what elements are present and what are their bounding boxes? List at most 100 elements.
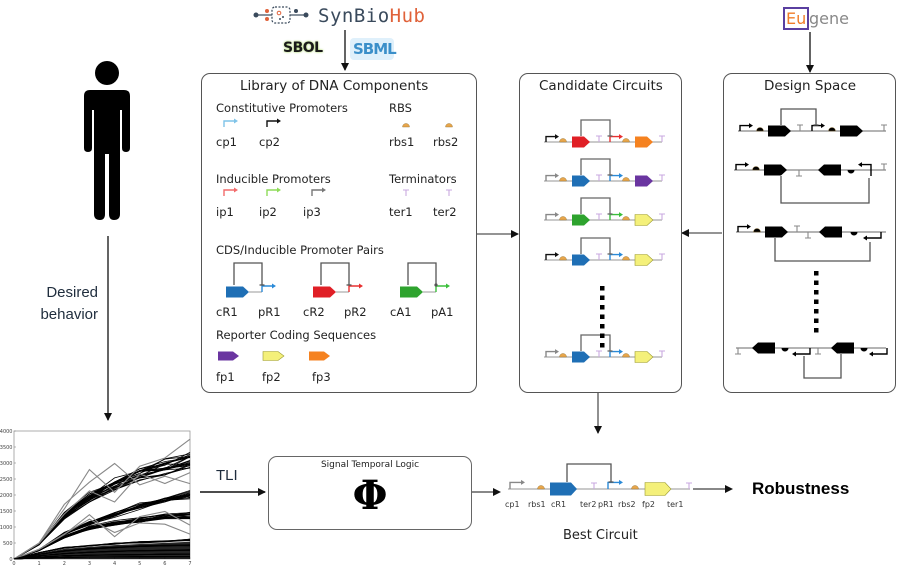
promoter-glyph: [737, 225, 747, 232]
stl-panel: Signal Temporal Logic Φ: [268, 456, 472, 530]
promoter-glyph: [862, 163, 872, 170]
y-tick-label: 3500: [0, 445, 13, 451]
promoter-glyph: [223, 120, 234, 127]
x-tick-label: 5: [138, 561, 141, 567]
part-label: cR1: [216, 305, 238, 319]
promoter-arrowhead: [555, 252, 559, 258]
promoter-arrowhead: [322, 187, 326, 193]
promoter-arrowhead: [619, 134, 623, 140]
terminator-glyph: [805, 232, 811, 239]
synbiohub-name-1: SynBio: [318, 5, 390, 27]
rbs-glyph: [753, 228, 761, 233]
regulation-line: [580, 237, 611, 254]
promoter-arrowhead: [749, 123, 753, 129]
part-label: ip1: [216, 205, 234, 219]
robustness-label: Robustness: [752, 479, 850, 498]
best-circuit-part-label: rbs1: [528, 500, 546, 509]
best-circuit-part-label: rbs2: [618, 500, 636, 509]
promoter-glyph: [545, 174, 555, 181]
rbs-glyph: [622, 177, 630, 182]
series-line: [13, 538, 191, 560]
series-line: [13, 472, 191, 560]
promoter-glyph: [509, 481, 521, 489]
best-circuit-part-label: cp1: [505, 500, 520, 509]
library-glyphs: [218, 118, 453, 361]
promoter-glyph: [545, 350, 555, 357]
x-tick-label: 3: [88, 561, 91, 567]
promoter-glyph: [609, 350, 619, 357]
eugene-rest: gene: [809, 9, 849, 28]
cds-glyph: [818, 164, 841, 176]
terminator-glyph: [403, 189, 409, 196]
regulation-line: [780, 108, 817, 125]
terminator-glyph: [596, 350, 602, 357]
promoter-arrowhead: [555, 134, 559, 140]
candidate-circuit: [544, 158, 665, 187]
promoter-glyph: [735, 163, 745, 170]
promoter-arrowhead: [821, 123, 825, 129]
part-label: cR2: [303, 305, 325, 319]
part-label: ip2: [259, 205, 277, 219]
cds-glyph: [644, 482, 672, 496]
terminator-glyph: [686, 482, 692, 489]
sbml-logo: SBML: [350, 38, 397, 60]
rbs-glyph: [622, 256, 630, 261]
cds-glyph: [634, 214, 654, 226]
cds-glyph: [550, 482, 577, 496]
terminator-glyph: [659, 253, 665, 260]
x-tick-label: 0: [12, 561, 15, 567]
promoter-glyph: [796, 348, 811, 355]
promoter-arrowhead: [555, 173, 559, 179]
part-label: pR1: [258, 305, 281, 319]
candidate-circuit: [544, 237, 665, 266]
part-label: rbs1: [389, 135, 415, 149]
best-circuit-title: Best Circuit: [563, 528, 638, 543]
promoter-arrowhead: [234, 187, 238, 193]
library-panel: Library of DNA Components Constitutive P…: [201, 73, 477, 393]
promoter-arrowhead: [619, 252, 623, 258]
cds-glyph: [313, 286, 336, 298]
regulation-line: [233, 262, 263, 285]
y-tick-label: 4000: [0, 429, 13, 435]
rbs-glyph: [622, 216, 630, 221]
promoter-glyph: [545, 135, 555, 142]
promoter-glyph: [609, 135, 619, 142]
regulation-line: [780, 176, 870, 204]
part-label: ip3: [303, 205, 321, 219]
rbs-glyph: [850, 232, 858, 236]
rbs-glyph: [860, 348, 868, 352]
promoter-arrowhead: [272, 283, 276, 289]
part-label: pA1: [431, 305, 454, 319]
regulation-line: [803, 354, 842, 379]
vertical-dots-icon: [600, 343, 605, 348]
terminator-glyph: [596, 135, 602, 142]
vertical-dots-icon: [814, 299, 819, 304]
cds-glyph: [572, 214, 590, 226]
terminator-glyph: [796, 170, 802, 177]
terminator-glyph: [815, 348, 821, 355]
part-label: rbs2: [433, 135, 459, 149]
rbs-glyph: [752, 166, 760, 171]
y-tick-label: 2000: [0, 493, 13, 499]
terminator-glyph: [659, 213, 665, 220]
regulation-line: [407, 262, 437, 285]
design-space-panel: Design Space: [723, 73, 896, 393]
cds-glyph: [400, 286, 423, 298]
x-tick-label: 1: [38, 561, 41, 567]
vertical-dots-icon: [814, 309, 819, 314]
reporters-heading: Reporter Coding Sequences: [216, 328, 377, 342]
promoter-arrowhead: [858, 162, 862, 168]
terminator-glyph: [881, 163, 887, 170]
rbs-glyph: [559, 353, 567, 358]
terminator-glyph: [794, 225, 800, 232]
regulation-line: [774, 238, 871, 262]
vertical-dots-icon: [814, 328, 819, 333]
promoter-glyph: [609, 174, 619, 181]
cds-glyph: [218, 351, 239, 361]
candidate-circuit: [544, 119, 665, 148]
activation-cap: [434, 283, 438, 287]
promoter-glyph: [873, 348, 888, 355]
promoter-arrowhead: [446, 283, 450, 289]
promoter-arrowhead: [521, 479, 525, 485]
